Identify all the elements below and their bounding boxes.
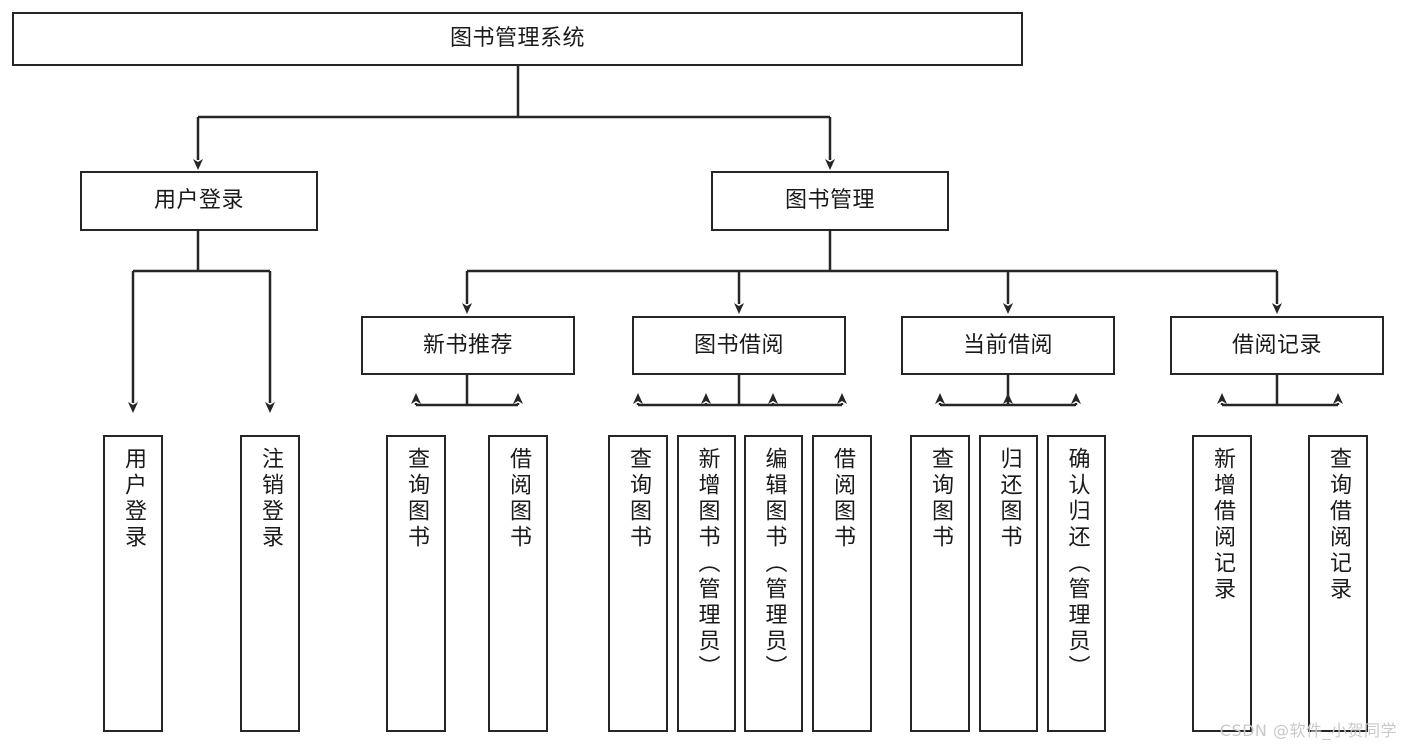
node-leaf-user-login[interactable]: 用户登录 — [103, 435, 163, 732]
node-leaf-return-book[interactable]: 归还图书 — [979, 435, 1038, 732]
node-leaf-user-logout-label: 注销登录 — [258, 447, 283, 551]
node-leaf-borrow-book-2-label: 借阅图书 — [830, 447, 855, 551]
node-leaf-borrow-book-2[interactable]: 借阅图书 — [812, 435, 872, 732]
node-leaf-add-book[interactable]: 新增图书（管理员） — [677, 435, 736, 732]
node-leaf-query-book-1-label: 查询图书 — [404, 447, 429, 551]
node-user-login-label: 用户登录 — [153, 188, 244, 213]
node-leaf-confirm-return[interactable]: 确认归还（管理员） — [1047, 435, 1106, 732]
node-leaf-query-book-2[interactable]: 查询图书 — [608, 435, 668, 732]
node-leaf-borrow-book-1-label: 借阅图书 — [506, 447, 531, 551]
node-leaf-return-book-label: 归还图书 — [996, 447, 1022, 551]
node-leaf-confirm-return-label: 确认归还（管理员） — [1064, 447, 1090, 681]
node-leaf-query-book-1[interactable]: 查询图书 — [386, 435, 446, 732]
node-leaf-add-record[interactable]: 新增借阅记录 — [1192, 435, 1252, 732]
node-book-borrow-label: 图书借阅 — [693, 332, 784, 358]
node-new-book-recommend-label: 新书推荐 — [422, 332, 513, 358]
node-leaf-query-record-label: 查询借阅记录 — [1326, 447, 1351, 603]
node-leaf-edit-book-label: 编辑图书（管理员） — [761, 447, 787, 681]
node-leaf-add-book-label: 新增图书（管理员） — [694, 447, 720, 681]
node-book-borrow[interactable]: 图书借阅 — [632, 316, 846, 375]
node-current-borrow-label: 当前借阅 — [962, 332, 1053, 358]
node-user-login[interactable]: 用户登录 — [80, 171, 318, 231]
node-leaf-query-book-3[interactable]: 查询图书 — [910, 435, 970, 732]
node-leaf-query-book-2-label: 查询图书 — [626, 447, 651, 551]
node-current-borrow[interactable]: 当前借阅 — [901, 316, 1115, 375]
node-leaf-edit-book[interactable]: 编辑图书（管理员） — [744, 435, 803, 732]
node-new-book-recommend[interactable]: 新书推荐 — [361, 316, 575, 375]
node-leaf-borrow-book-1[interactable]: 借阅图书 — [488, 435, 548, 732]
node-borrow-record[interactable]: 借阅记录 — [1170, 316, 1384, 375]
node-book-manage-label: 图书管理 — [784, 188, 875, 213]
node-leaf-query-record[interactable]: 查询借阅记录 — [1308, 435, 1368, 732]
node-root[interactable]: 图书管理系统 — [12, 12, 1023, 66]
node-leaf-add-record-label: 新增借阅记录 — [1210, 447, 1235, 603]
node-leaf-user-login-label: 用户登录 — [121, 447, 146, 551]
node-leaf-user-logout[interactable]: 注销登录 — [240, 435, 300, 732]
node-root-label: 图书管理系统 — [449, 26, 585, 51]
node-borrow-record-label: 借阅记录 — [1231, 332, 1322, 358]
node-book-manage[interactable]: 图书管理 — [711, 171, 949, 231]
node-leaf-query-book-3-label: 查询图书 — [928, 447, 953, 551]
